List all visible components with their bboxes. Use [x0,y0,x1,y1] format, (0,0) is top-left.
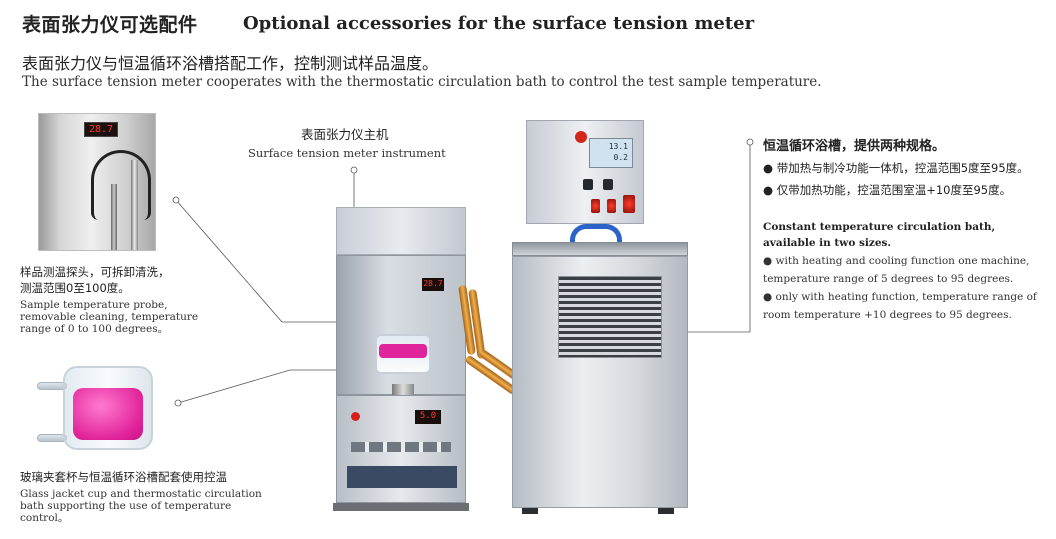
bath-foot-left [522,508,538,514]
page-title-cn: 表面张力仪可选配件 [22,14,198,36]
instrument-label-en: Surface tension meter instrument [248,146,446,160]
chamber-temperature-display: 28.7 [422,278,444,291]
bath-top-rim [512,242,688,256]
circulation-bath-photo: 13.1 0.2 [508,120,688,516]
panel-led-display: 5.0 [415,410,441,424]
bath-lid-handle [570,224,622,244]
cup-label-en: Glass jacket cup and thermostatic circul… [20,488,262,524]
panel-status-strip [347,466,457,488]
instrument-test-chamber: 28.7 [336,255,466,418]
bath-switch-2 [603,179,613,190]
instrument-control-panel: 5.0 [336,395,466,503]
page-title-en: Optional accessories for the surface ten… [243,13,755,34]
intro-text-cn: 表面张力仪与恒温循环浴槽搭配工作，控制测试样品温度。 [22,54,439,73]
bath-spec-1-en: ● with heating and cooling function one … [763,255,1030,285]
probe-label-en: Sample temperature probe, removable clea… [20,299,199,335]
probe-photo: 28.7 [38,113,156,251]
intro-text-en: The surface tension meter cooperates wit… [22,74,822,90]
bath-power-switch [623,195,635,213]
bath-lcd-display: 13.1 0.2 [589,138,633,168]
bath-title-cn: 恒温循环浴槽，提供两种规格。 [763,139,946,154]
cup-label-cn: 玻璃夹套杯与恒温循环浴槽配套使用控温 [20,470,227,484]
cup-pink-liquid [73,388,143,440]
bath-switch-1 [583,179,593,190]
bath-spec-2-cn: ● 仅带加热功能，控温范围室温+10度至95度。 [763,183,1012,197]
bath-title-en: Constant temperature circulation bath, a… [763,221,996,249]
bath-indicator-2 [607,199,616,213]
chamber-sample-liquid [379,344,427,358]
glass-jacket-cup-photo [35,362,160,454]
probe-sensor-tube [111,184,117,250]
instrument-top-housing [336,207,466,255]
bath-control-head: 13.1 0.2 [526,120,644,224]
bath-indicator-1 [591,199,600,213]
brand-logo-icon [351,412,360,421]
panel-keypad [351,442,451,452]
bath-vent-grille [558,276,662,358]
bath-foot-right [658,508,674,514]
probe-support-rod [131,160,138,250]
bath-spec-1-cn: ● 带加热与制冷功能一体机，控温范围5度至95度。 [763,161,1029,175]
surface-tension-meter-photo: 28.7 5.0 [333,207,473,511]
bath-brand-logo-icon [575,131,587,143]
probe-cable [91,150,151,220]
instrument-base [333,503,469,511]
probe-temperature-display: 28.7 [84,122,118,137]
bath-spec-2-en: ● only with heating function, temperatur… [763,291,1037,321]
probe-label-cn: 样品测温探头，可拆卸清洗， 测温范围0至100度。 [20,265,170,295]
instrument-label-cn: 表面张力仪主机 [301,127,389,142]
